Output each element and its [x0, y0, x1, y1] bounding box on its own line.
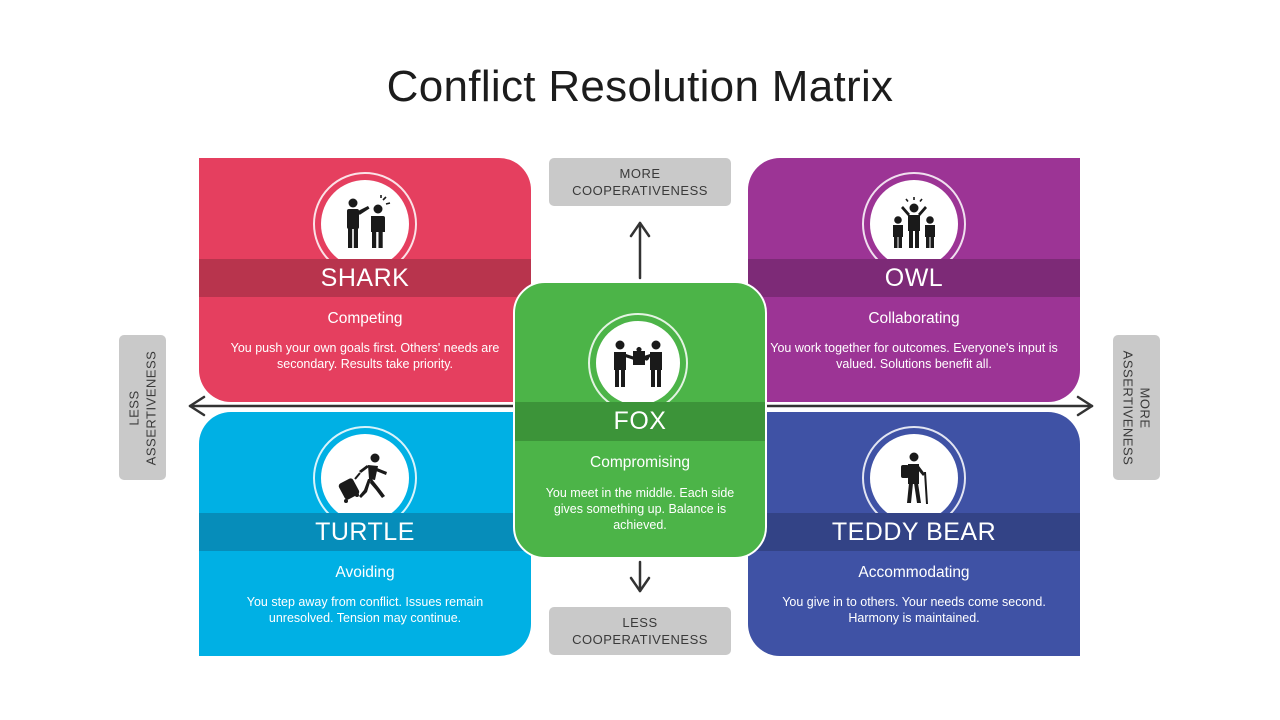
quadrant-description: You step away from conflict. Issues rema…: [246, 595, 484, 625]
axis-label-less-assertiveness: LESS ASSERTIVENESS: [119, 335, 166, 480]
puzzle-handshake-icon: [614, 340, 662, 387]
quadrant-band: FOX: [515, 402, 765, 441]
axis-label-text: MORE ASSERTIVENESS: [1120, 350, 1153, 465]
quadrant-band: SHARK: [199, 259, 531, 297]
quadrant-style: Avoiding: [335, 564, 395, 581]
page-title: Conflict Resolution Matrix: [386, 62, 894, 111]
quadrant-style: Competing: [327, 310, 403, 327]
quadrant-name: OWL: [884, 263, 944, 292]
icon-badge: [870, 180, 958, 268]
quadrant-name: TEDDY BEAR: [831, 517, 997, 546]
down-arrowhead: [629, 576, 651, 593]
hiker-icon: [901, 452, 928, 505]
quadrant-name: FOX: [613, 407, 667, 435]
quadrant-owl: OWL Collaborating You work together for …: [748, 158, 1080, 402]
quadrant-name: SHARK: [320, 263, 410, 292]
argument-people-icon: [347, 195, 391, 248]
quadrant-fox: FOX Compromising You meet in the middle.…: [513, 281, 767, 559]
quadrant-shark: SHARK Competing You push your own goals …: [199, 158, 531, 402]
quadrant-description: You work together for outcomes. Everyone…: [770, 341, 1058, 371]
icon-badge: [321, 180, 409, 268]
quadrant-style: Compromising: [590, 454, 690, 471]
quadrant-band: TURTLE: [199, 513, 531, 551]
icon-badge: [596, 321, 680, 405]
quadrant-band: OWL: [748, 259, 1080, 297]
quadrant-style: Accommodating: [858, 564, 970, 581]
axis-label-more-assertiveness: MORE ASSERTIVENESS: [1113, 335, 1160, 480]
icon-badge: [321, 434, 409, 522]
axis-label-more-cooperativeness: MORE COOPERATIVENESS: [549, 158, 731, 206]
axis-label-text: LESS COOPERATIVENESS: [572, 615, 708, 647]
axis-label-text: LESS ASSERTIVENESS: [126, 350, 159, 465]
quadrant-description: You push your own goals first. Others' n…: [230, 341, 500, 371]
axis-label-text: MORE COOPERATIVENESS: [572, 166, 708, 198]
quadrant-turtle: TURTLE Avoiding You step away from confl…: [199, 412, 531, 656]
quadrant-description: You give in to others. Your needs come s…: [782, 595, 1046, 625]
running-with-luggage-icon: [338, 453, 387, 503]
quadrant-name: TURTLE: [315, 517, 415, 546]
quadrant-band: TEDDY BEAR: [748, 513, 1080, 551]
left-arrowhead: [188, 395, 206, 417]
up-arrowhead: [629, 221, 651, 238]
quadrant-teddy-bear: TEDDY BEAR Accommodating You give in to …: [748, 412, 1080, 656]
right-arrowhead: [1076, 395, 1094, 417]
team-celebration-icon: [893, 197, 935, 248]
icon-badge: [870, 434, 958, 522]
quadrant-style: Collaborating: [868, 310, 960, 327]
quadrant-description: You meet in the middle. Each side gives …: [545, 486, 735, 532]
axis-label-less-cooperativeness: LESS COOPERATIVENESS: [549, 607, 731, 655]
